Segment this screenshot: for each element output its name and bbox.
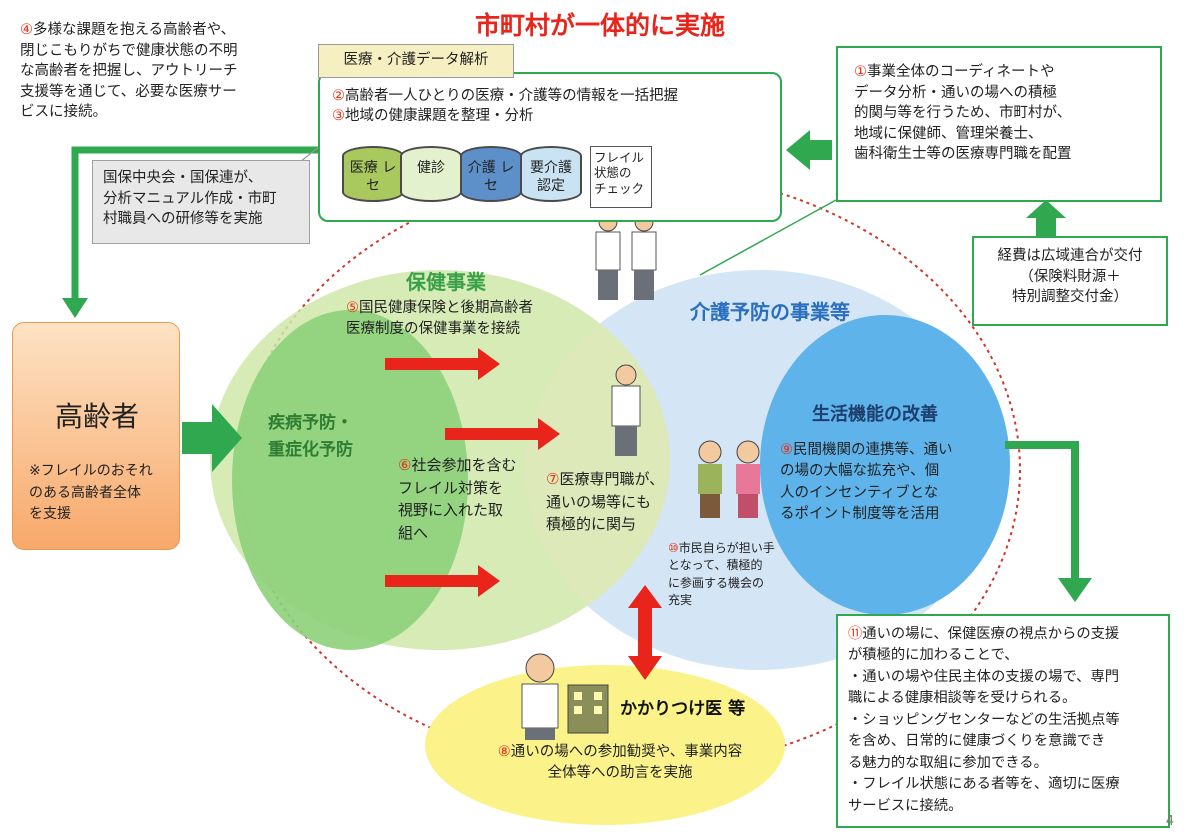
seikatsu-circle [760, 315, 1010, 615]
hospital-icon [567, 684, 609, 734]
kakaritsuke-note8: ⑧通いの場への参加勧奨や、事業内容 全体等への助言を実施 [497, 744, 743, 782]
elderly-walkers-icon [698, 440, 760, 518]
note11-head: ⑪通いの場に、保健医療の視点からの支援 が積極的に加わることで、 [848, 626, 1120, 664]
frail-check-document: フレイル 状態の チェック [590, 146, 652, 208]
note1-connector-line [699, 199, 837, 276]
page-number: 4 [1165, 814, 1174, 829]
cylinder-kaigo-rese: 介護 レセ [460, 146, 522, 202]
kakaritsuke-title: かかりつけ医 等 [620, 699, 746, 719]
cylinder-kenshin: 健診 [400, 146, 462, 202]
funding-note: 経費は広域連合が交付 （保険料財源＋ 特別調整交付金） [972, 236, 1168, 326]
nurse-icon [611, 364, 641, 456]
note-outreach: ④多様な課題を抱える高齢者や、 閉じこもりがちで健康状態の不明 な高齢者を把握し… [20, 22, 238, 121]
data-analysis-line3: ③地域の健康課題を整理・分析 [332, 108, 534, 124]
note-coordination: ①事業全体のコーディネートや データ分析・通いの場への積極 的関与等を行うため、… [836, 46, 1162, 202]
green-arrow-funding-up [1026, 200, 1066, 236]
green-arrow-to-note11 [1005, 441, 1079, 580]
data-analysis-line2: ②高齢者一人ひとりの医療・介護等の情報を一括把握 [332, 88, 679, 104]
cylinder-yokaigo-nintei: 要介護 認定 [520, 146, 582, 202]
health-staff-icon [595, 212, 657, 300]
seikatsu-title: 生活機能の改善 [812, 404, 938, 425]
note-citizen-participation: ⑩市民自らが担い手 となって、積極的 に参画する機会の 充実 [668, 541, 775, 608]
kaigo-title: 介護予防の事業等 [690, 300, 850, 324]
note-medical-staff: ⑦医療専門職が、 通いの場等にも 積極的に関与 [546, 470, 665, 533]
green-arrow-data-to-elderly [71, 146, 330, 300]
doctor-icon [521, 653, 559, 740]
note11-item: ・通いの場や住民主体の支援の場で、専門 職による健康相談等を受けられる。 [848, 668, 1120, 707]
note11-item: ・ショッピングセンターなどの生活拠点等 を含め、日常的に健康づくりを意識でき る… [848, 711, 1120, 771]
disease-prevention-label: 疾病予防・ 重症化予防 [268, 413, 353, 461]
hoken-note5: ⑤国民健康保険と後期高齢者 医療制度の保健事業を接続 [346, 300, 533, 337]
note-frail-measures: ⑥社会参加を含む フレイル対策を 視野に入れた取 組へ [398, 456, 517, 542]
page-title: 市町村が一体的に実施 [474, 11, 725, 40]
green-arrow-elderly-to-circle [182, 404, 242, 472]
elderly-note: ※フレイルのおそれ のある高齢者全体 を支援 [29, 463, 153, 523]
hoken-title: 保健事業 [406, 270, 486, 294]
cylinder-iryo-rese: 医療 レセ [342, 146, 404, 202]
kakaritsuke-ellipse [425, 665, 785, 825]
red-double-arrow [628, 585, 662, 680]
elderly-box: 高齢者 ※フレイルのおそれ のある高齢者全体 を支援 [12, 322, 180, 550]
red-arrows [385, 348, 560, 597]
kokuho-note: 国保中央会・国保連が、 分析マニュアル作成・市町 村職員への研修等を実施 [92, 160, 310, 244]
note11-item: ・フレイル状態にある者等を、適切に医療 サービスに接続。 [848, 776, 1120, 814]
seikatsu-note9: ⑨民間機関の連携等、通い の場の大幅な拡充や、個 人のインセンティブとな るポイ… [780, 442, 953, 523]
data-analysis-tab: 医療・介護データ解析 [318, 44, 514, 78]
disease-prevention-circle [232, 310, 468, 650]
elderly-title: 高齢者 [54, 400, 139, 433]
green-arrow-note1-to-data [786, 130, 832, 170]
note-effects: ⑪通いの場に、保健医療の視点からの支援 が積極的に加わることで、 ・通いの場や住… [836, 614, 1170, 828]
